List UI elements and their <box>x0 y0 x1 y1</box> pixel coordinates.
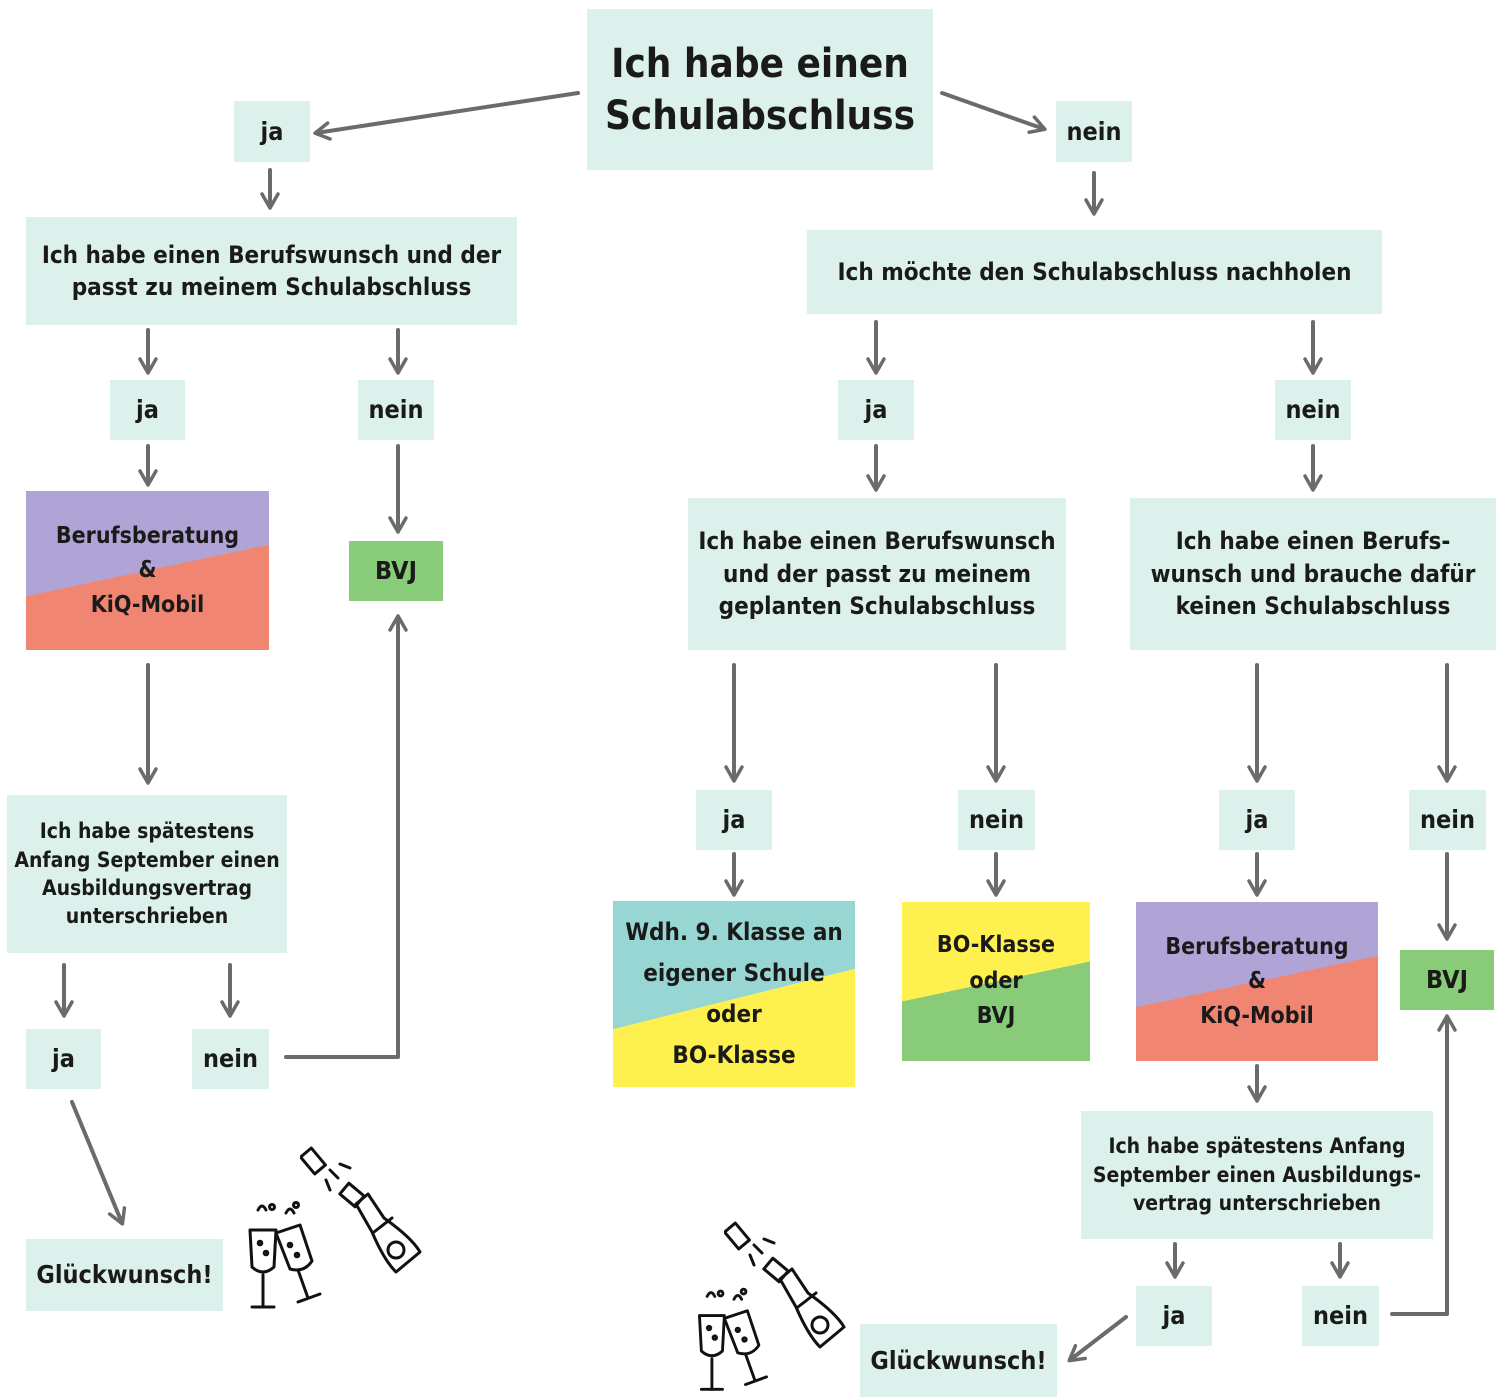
left-q2-nein-label: nein <box>192 1029 269 1089</box>
champagne-bottle-icon-right <box>724 1221 846 1349</box>
right-qb-nein-label: nein <box>1409 790 1486 850</box>
left-question-line-1: Ich habe einen Berufswunsch und der <box>41 240 502 269</box>
left-congrats-box: Glückwunsch! <box>26 1239 223 1311</box>
title-line-2: Schulabschluss <box>604 92 916 139</box>
right-qb-ja-label: ja <box>1219 790 1295 850</box>
right-nein-label: nein <box>1056 101 1132 162</box>
arrow-title-to-ja <box>313 91 580 141</box>
right-q2-ja-label: ja <box>1136 1286 1212 1346</box>
left-question-box: Ich habe einen Berufswunsch und der pass… <box>26 217 517 325</box>
left-q1-ja-label: ja <box>110 380 185 440</box>
right-question-b-box: Ich habe einen Berufs- wunsch und brauch… <box>1130 498 1496 650</box>
left-ja-label: ja <box>234 101 310 162</box>
right-counsel-box: Berufsberatung & KiQ-Mobil <box>1136 902 1378 1061</box>
right-question-box: Ich möchte den Schulabschluss nachholen <box>807 230 1382 314</box>
right-repeat-box: Wdh. 9. Klasse an eigener Schule oder BO… <box>613 901 855 1087</box>
right-q2-nein-label: nein <box>1302 1286 1379 1346</box>
right-congrats-box: Glückwunsch! <box>860 1324 1057 1397</box>
arrow-ja-to-congrats-r <box>1067 1315 1128 1363</box>
left-bvj-box: BVJ <box>349 541 443 601</box>
left-q1-nein-label: nein <box>358 380 434 440</box>
right-qa-nein-label: nein <box>958 790 1035 850</box>
arrow-nein-to-bvj-r-loop <box>1390 1014 1457 1316</box>
left-q2-ja-label: ja <box>26 1029 101 1089</box>
right-question-a-box: Ich habe einen Berufswunsch und der pass… <box>688 498 1066 650</box>
left-question-line-2: passt zu meinem Schulabschluss <box>71 273 472 301</box>
right-contract-question-box: Ich habe spätestens Anfang September ein… <box>1081 1111 1433 1239</box>
arrow-nein-to-bvj-loop <box>284 614 408 1059</box>
right-bo-box: BO-Klasse oder BVJ <box>902 902 1090 1061</box>
champagne-glasses-icon <box>248 1201 322 1309</box>
right-q1-ja-label: ja <box>838 380 914 440</box>
title-box: Ich habe einen Schulabschluss <box>587 9 933 170</box>
right-q1-nein-label: nein <box>1275 380 1351 440</box>
right-qa-ja-label: ja <box>696 790 772 850</box>
left-contract-question-box: Ich habe spätestens Anfang September ein… <box>7 795 287 953</box>
left-counsel-box: Berufsberatung & KiQ-Mobil <box>26 491 269 650</box>
right-bvj-box: BVJ <box>1400 950 1494 1010</box>
champagne-bottle-icon <box>300 1146 422 1274</box>
title-line-1: Ich habe einen <box>611 40 909 87</box>
champagne-glasses-icon-right <box>698 1287 768 1391</box>
arrow-ja-to-congrats <box>70 1100 127 1226</box>
arrow-title-to-nein <box>940 91 1047 134</box>
